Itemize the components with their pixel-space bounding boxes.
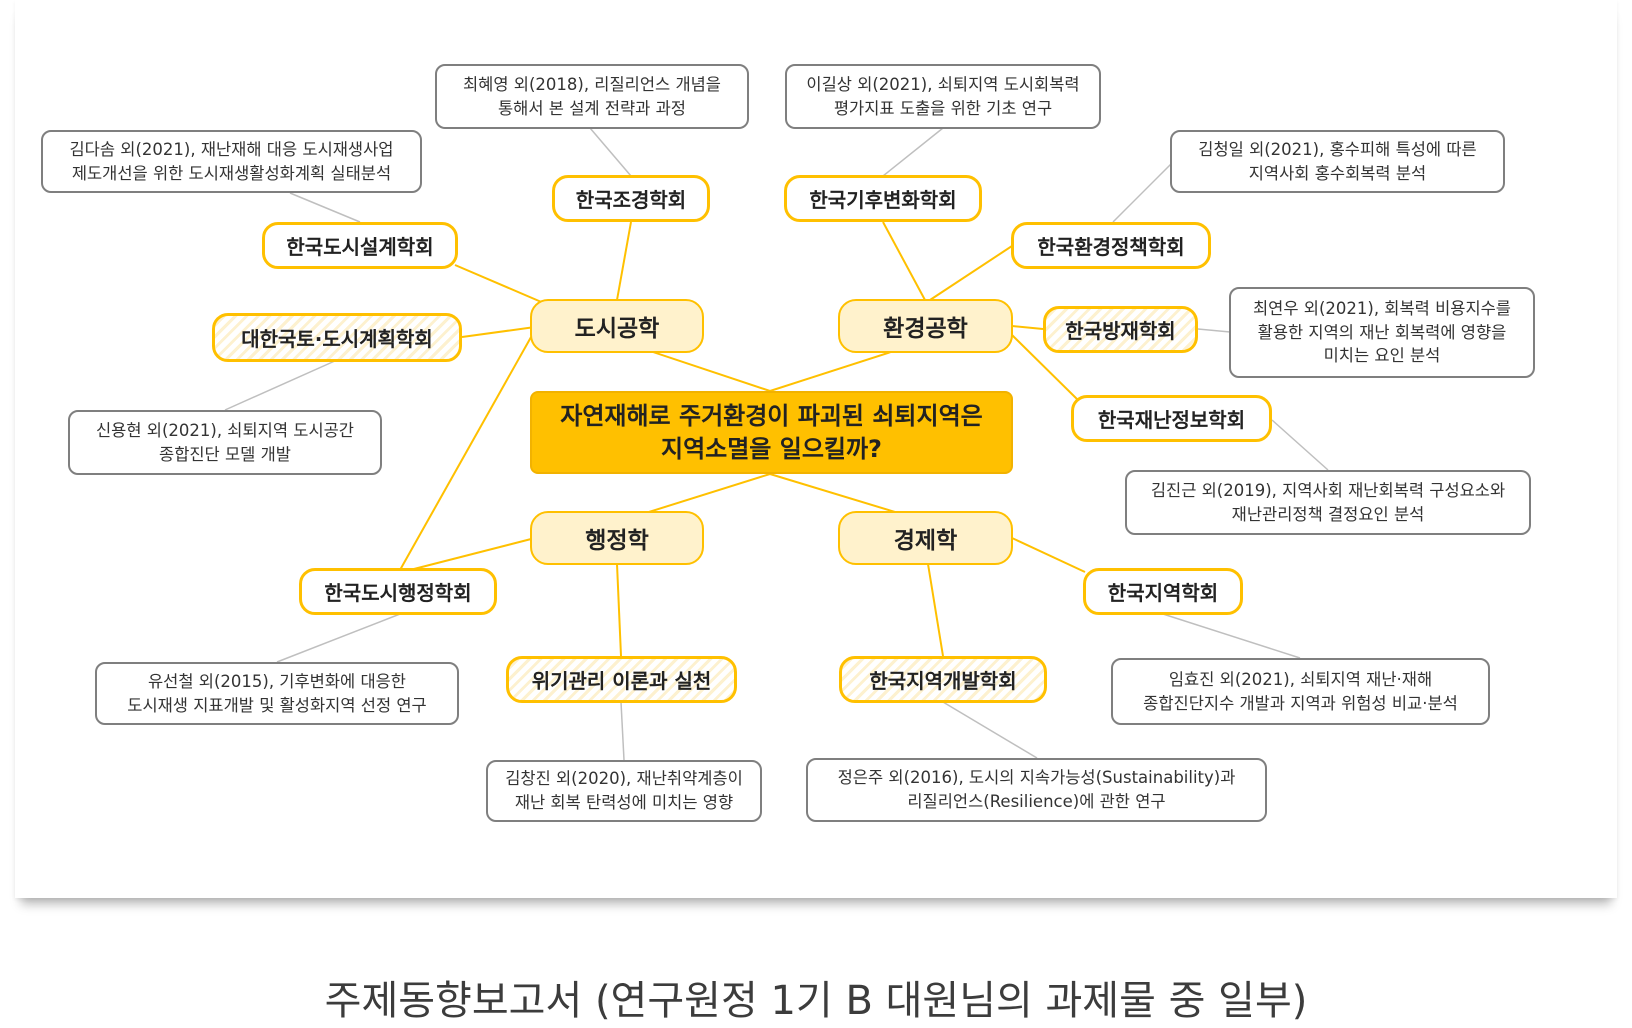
caption: 주제동향보고서 (연구원정 1기 B 대원님의 과제물 중 일부) [324,978,1308,1024]
reference-crisis-management: 김창진 외(2020), 재난취약계층이 재난 회복 탄력성에 미치는 영향 [486,760,762,822]
society-disaster-prevention: 한국방재학회 [1043,306,1198,353]
reference-disaster-prevention: 최연우 외(2021), 회복력 비용지수를 활용한 지역의 재난 회복력에 영… [1229,287,1535,378]
reference-urban-design: 김다솜 외(2021), 재난재해 대응 도시재생사업 제도개선을 위한 도시재… [41,130,422,193]
reference-urban-admin: 유선철 외(2015), 기후변화에 대응한 도시재생 지표개발 및 활성화지역… [95,662,459,725]
society-urban-design: 한국도시설계학회 [262,222,458,269]
reference-regional-development: 정은주 외(2016), 도시의 지속가능성(Sustainability)과 … [806,758,1267,822]
society-crisis-management: 위기관리 이론과 실천 [506,656,737,703]
reference-climate-change: 이길상 외(2021), 쇠퇴지역 도시회복력 평가지표 도출을 위한 기초 연… [785,64,1101,129]
society-regional-science: 한국지역학회 [1083,568,1243,615]
field-public-administration: 행정학 [530,511,704,565]
society-landscape: 한국조경학회 [552,175,710,222]
reference-regional-science: 임효진 외(2021), 쇠퇴지역 재난·재해 종합진단지수 개발과 지역과 위… [1111,658,1490,725]
society-env-policy: 한국환경정책학회 [1011,222,1211,269]
society-urban-admin: 한국도시행정학회 [299,568,497,615]
society-disaster-info: 한국재난정보학회 [1071,395,1272,442]
society-climate-change: 한국기후변화학회 [784,175,982,222]
society-planning: 대한국토·도시계획학회 [212,313,462,362]
reference-disaster-info: 김진근 외(2019), 지역사회 재난회복력 구성요소와 재난관리정책 결정요… [1125,470,1531,535]
central-question: 자연재해로 주거환경이 파괴된 쇠퇴지역은 지역소멸을 일으킬까? [530,391,1013,474]
field-economics: 경제학 [838,511,1013,565]
reference-planning: 신용현 외(2021), 쇠퇴지역 도시공간 종합진단 모델 개발 [68,410,382,475]
reference-env-policy: 김청일 외(2021), 홍수피해 특성에 따른 지역사회 홍수회복력 분석 [1170,130,1505,193]
reference-landscape: 최혜영 외(2018), 리질리언스 개념을 통해서 본 설계 전략과 과정 [435,64,749,129]
field-environmental-engineering: 환경공학 [838,299,1013,353]
field-urban-engineering: 도시공학 [530,299,704,353]
society-regional-development: 한국지역개발학회 [839,656,1047,703]
